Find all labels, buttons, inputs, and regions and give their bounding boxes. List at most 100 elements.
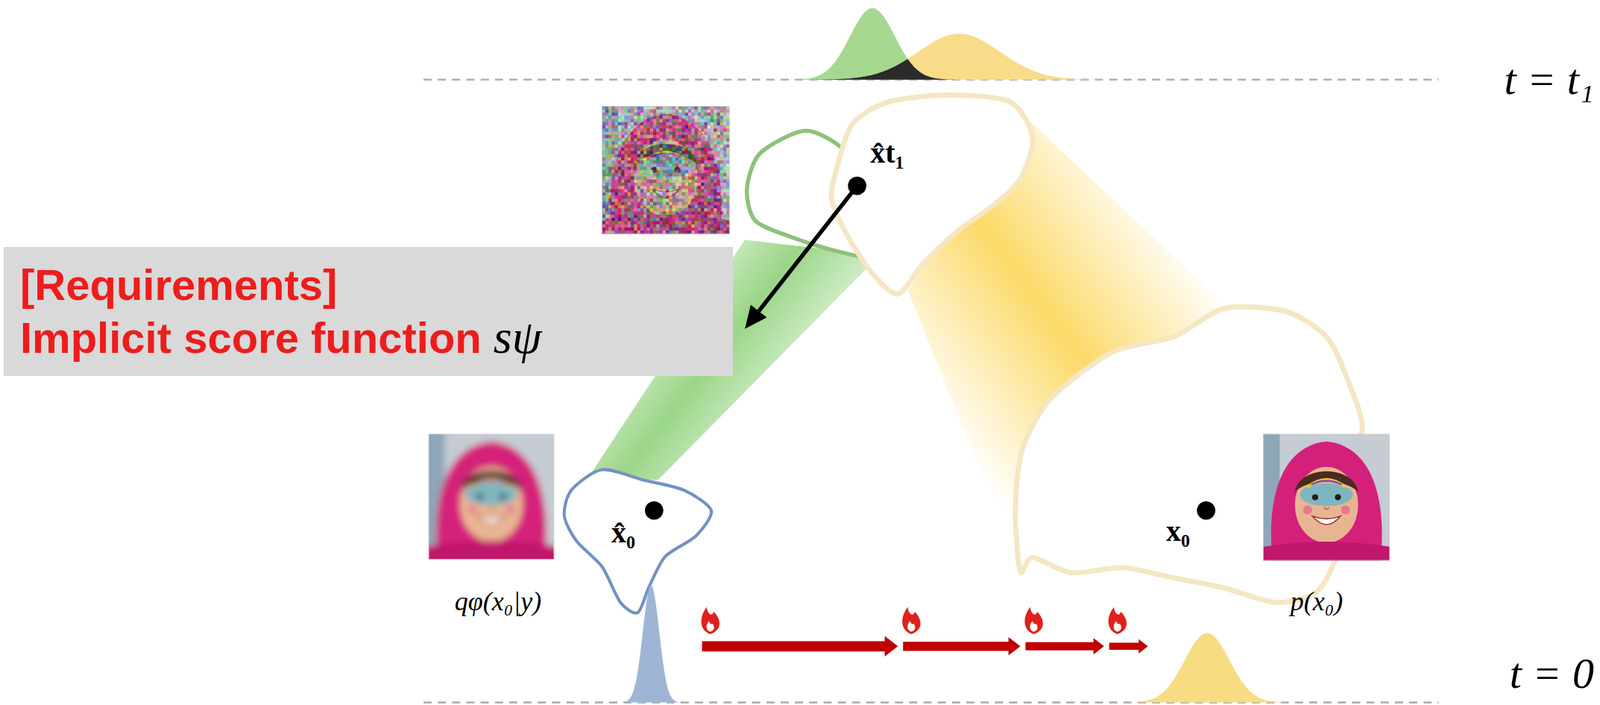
noise-pixel [608,208,612,211]
point-label: x̂t₁ [870,137,904,168]
noise-pixel [668,153,672,157]
noise-pixel [668,198,672,202]
noise-pixel [723,131,727,135]
noise-pixel [716,189,720,193]
noise-pixel [691,140,695,144]
noise-pixel [662,205,666,209]
noise-pixel [650,118,654,122]
noise-pixel [710,208,714,211]
noise-pixel [720,122,724,126]
noise-pixel [700,118,704,122]
noise-pixel [707,131,711,135]
noise-pixel [678,125,682,129]
noise-pixel [653,167,657,170]
noise-pixel [681,175,685,179]
noise-pixel [650,115,654,119]
image-border [1263,433,1390,561]
noise-pixel [694,179,698,183]
noise-pixel [621,157,625,161]
noise-pixel [615,163,619,167]
noise-pixel [720,220,724,224]
noise-pixel [716,125,720,129]
noise-pixel [703,205,707,209]
noise-pixel [605,125,609,129]
noise-pixel [694,172,698,176]
noise-pixel [685,189,689,193]
noise-pixel [640,167,644,170]
noise-pixel [675,125,679,129]
noise-pixel [697,118,701,122]
noise-pixel [707,147,711,151]
noise-pixel [611,167,615,170]
noise-pixel [665,157,669,161]
noise-pixel [694,198,698,202]
noise-pixel [605,147,609,151]
noise-pixel [672,192,676,196]
noise-pixel [694,205,698,209]
noise-pixel [643,172,647,176]
noise-pixel [640,205,644,209]
noise-pixel [700,160,704,164]
noise-pixel [608,182,612,186]
noise-pixel [662,112,666,116]
noise-pixel [646,150,650,154]
noise-pixel [627,198,631,202]
noise-pixel [707,112,711,116]
noise-pixel [611,192,615,196]
noise-pixel [672,208,676,211]
noise-pixel [685,128,689,132]
noise-pixel [672,153,676,157]
flame [902,606,921,634]
noise-pixel [688,109,692,113]
noise-pixel [659,189,663,193]
noise-pixel [627,220,631,224]
blue-region [564,468,712,613]
noise-pixel [627,192,631,196]
noise-pixel [618,118,622,122]
noise-pixel [672,112,676,116]
noise-pixel [624,220,628,224]
noise-pixel [713,134,717,138]
noise-pixel [640,210,644,214]
noise-pixel [653,163,657,167]
noise-pixel [656,122,660,126]
noise-pixel [627,175,631,179]
noise-pixel [650,122,654,126]
noise-pixel [672,220,676,224]
noise-pixel [621,109,625,113]
noise-pixel [713,205,717,209]
noise-pixel [656,147,660,151]
noise-pixel [650,112,654,116]
noise-pixel [608,227,612,231]
noise-pixel [665,169,669,173]
noise-pixel [694,182,698,186]
noise-pixel [697,115,701,119]
face-paint-arc [476,480,507,484]
noise-pixel [640,202,644,206]
noise-pixel [716,128,720,132]
noise-pixel [624,150,628,154]
noise-pixel [681,202,685,206]
noise-pixel [637,160,641,164]
noise-pixel [653,172,657,176]
noise-pixel [650,147,654,151]
face-paint-arc [1311,480,1343,484]
noise-pixel [630,160,634,164]
noise-pixel [650,208,654,211]
noise-pixel [675,208,679,211]
noise-pixel [665,210,669,214]
noise-pixel [681,227,685,231]
noise-pixel [633,220,637,224]
noise-pixel [720,198,724,202]
noise-pixel [662,202,666,206]
noise-pixel [700,153,704,157]
noise-pixel [615,224,619,228]
noise-pixel [650,217,654,221]
noise-pixel [713,198,717,202]
noise-pixel [713,137,717,141]
noise-pixel [608,172,612,176]
noise-pixel [710,182,714,186]
noise-pixel [656,172,660,176]
noise-pixel [624,112,628,116]
noise-pixel [678,128,682,132]
